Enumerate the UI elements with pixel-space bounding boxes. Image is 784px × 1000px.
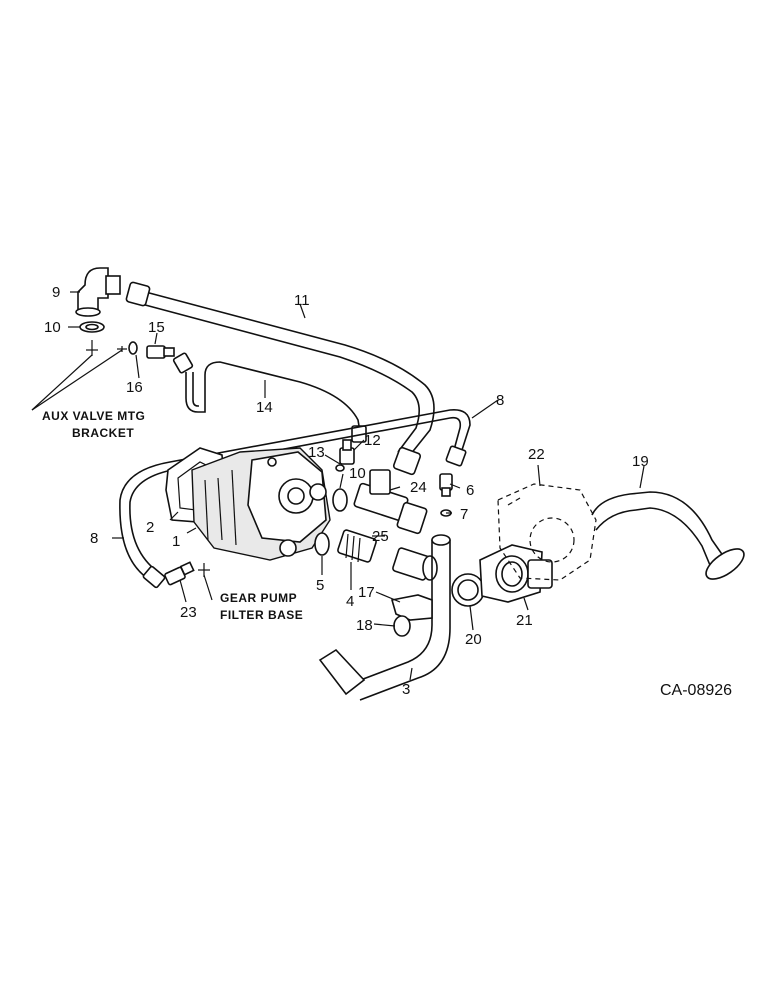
label-22: 22 [528,446,545,463]
label-2: 2 [146,519,154,536]
label-12: 12 [364,432,381,449]
tee-fitting-24 [353,469,428,535]
note-gear-pump-line2: FILTER BASE [220,608,303,622]
label-17: 17 [358,584,375,601]
label-23: 23 [180,604,197,621]
housing-22 [497,483,597,581]
label-1: 1 [172,533,180,550]
pump-body-1 [191,447,331,561]
label-13: 13 [308,444,325,461]
label-6: 6 [466,482,474,499]
label-8-right: 8 [496,392,504,409]
label-8-left: 8 [90,530,98,547]
elbow-fitting-9 [75,267,121,317]
label-18: 18 [356,617,373,634]
label-10-left: 10 [44,319,61,336]
fitting-15 [146,345,175,359]
note-gear-pump-line1: GEAR PUMP [220,591,297,605]
aux-valve-leader [31,340,127,411]
fitting-6 [439,473,453,497]
part-labels: 9 10 15 16 11 14 12 13 10 8 24 6 7 25 2 … [44,284,649,698]
label-15: 15 [148,319,165,336]
label-24: 24 [410,479,427,496]
elbow-21 [479,544,553,603]
tube-14 [172,352,367,443]
drawing-code: CA-08926 [660,682,732,699]
label-7: 7 [460,506,468,523]
gasket-20 [451,573,485,607]
label-25: 25 [372,528,389,545]
note-aux-valve-line2: BRACKET [72,426,134,440]
label-4: 4 [346,593,354,610]
label-5: 5 [316,577,324,594]
label-14: 14 [256,399,273,416]
fitting-4 [337,529,377,563]
oring-5 [314,532,330,556]
label-11: 11 [294,292,310,309]
clamp-18 [393,615,411,637]
gear-pump-leader [198,563,213,601]
adapter-25 [392,547,438,581]
label-21: 21 [516,612,533,629]
fitting-23 [164,561,195,586]
label-9: 9 [52,284,60,301]
label-20: 20 [465,631,482,648]
note-aux-valve-line1: AUX VALVE MTG [42,409,145,423]
label-19: 19 [632,453,649,470]
tube-11 [125,281,435,476]
seal-16 [128,341,138,355]
notes: AUX VALVE MTG BRACKET GEAR PUMP FILTER B… [42,409,303,622]
oring-10-right [332,488,348,512]
leader-lines [68,291,645,681]
bracket-17 [390,594,433,621]
tube-8 [119,408,471,589]
pipe-3 [318,534,451,701]
seal-13 [335,464,345,472]
label-3: 3 [402,681,410,698]
pipe-19 [591,491,745,580]
label-16: 16 [126,379,143,396]
washer-10-left [79,321,105,333]
fitting-12 [339,439,355,465]
label-10-right: 10 [349,465,366,482]
